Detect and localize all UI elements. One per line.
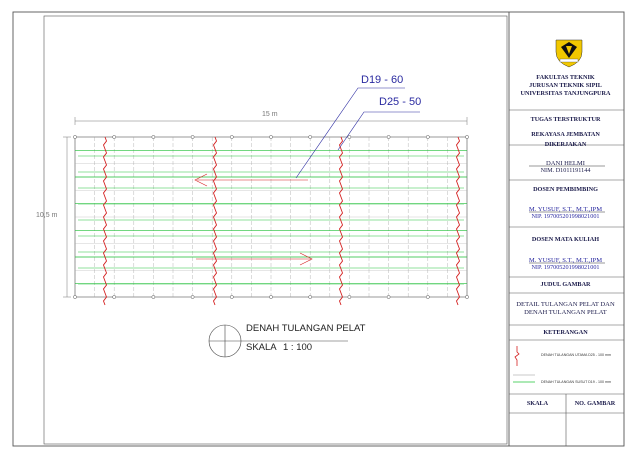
support-marker bbox=[73, 295, 77, 299]
notes-header: KETERANGAN bbox=[543, 329, 588, 336]
support-marker bbox=[112, 295, 117, 299]
slab-plan bbox=[73, 135, 469, 306]
main-bar bbox=[102, 136, 108, 306]
support-marker bbox=[347, 135, 352, 139]
support-marker bbox=[151, 295, 156, 299]
span-direction-arrow-right bbox=[196, 252, 313, 266]
scale-word: SKALA bbox=[246, 342, 277, 353]
plan-title: DENAH TULANGAN PELAT bbox=[246, 323, 366, 334]
span-direction-arrow-left bbox=[194, 173, 308, 187]
student-nim: NIM. D1011191144 bbox=[540, 167, 591, 174]
support-marker bbox=[308, 135, 313, 139]
department-name: JURUSAN TEKNIK SIPIL bbox=[529, 82, 602, 89]
drawing-title-header: JUDUL GAMBAR bbox=[540, 281, 591, 288]
width-dimension-label: 15 m bbox=[262, 111, 278, 118]
supervisor-header: DOSEN PEMBIMBING bbox=[533, 186, 598, 193]
width-dimension bbox=[74, 117, 468, 125]
main-bar bbox=[338, 136, 344, 306]
support-marker bbox=[465, 295, 469, 299]
scale-value: 1 : 100 bbox=[283, 342, 313, 353]
legend-main-bar-text: DENAH TULANGAN UTAMA D25 - 100 mm bbox=[541, 353, 611, 357]
support-marker bbox=[347, 295, 352, 299]
course-title: REKAYASA JEMBATAN bbox=[531, 131, 600, 138]
support-marker bbox=[465, 135, 469, 139]
support-marker bbox=[112, 135, 117, 139]
sheet-border bbox=[12, 11, 625, 447]
bar-label-leaders bbox=[295, 87, 420, 179]
support-marker bbox=[229, 295, 234, 299]
supervisor-nip: NIP. 197005201998021001 bbox=[531, 213, 600, 220]
drawing-title-line-1: DETAIL TULANGAN PELAT DAN bbox=[516, 301, 615, 308]
lecturer-name: M. YUSUF, S.T., M.T.,IPM bbox=[528, 257, 603, 264]
support-marker bbox=[73, 135, 77, 139]
student-name: DANI HELMI bbox=[545, 160, 585, 167]
title-block-grid bbox=[509, 109, 624, 446]
lecturer-nip: NIP. 197005201998021001 bbox=[531, 264, 600, 271]
legend-dist-bar-text: DENAH TULANGAN SUSUT D19 - 100 mm bbox=[541, 380, 611, 384]
sheet-number-header: NO. GAMBAR bbox=[574, 400, 616, 407]
lecturer-header: DOSEN MATA KULIAH bbox=[531, 236, 600, 243]
bar-label-d19: D19 - 60 bbox=[361, 74, 404, 86]
faculty-name: FAKULTAS TEKNIK bbox=[536, 74, 595, 81]
drawing-title-line-2: DENAH TULANGAN PELAT bbox=[524, 309, 607, 316]
support-marker bbox=[190, 135, 195, 139]
support-marker bbox=[425, 135, 430, 139]
plan-title-marker bbox=[208, 324, 348, 358]
university-logo-icon bbox=[555, 39, 583, 68]
main-bar bbox=[455, 136, 461, 306]
scale-header: SKALA bbox=[526, 400, 549, 407]
support-marker bbox=[269, 135, 273, 139]
support-marker bbox=[269, 295, 273, 299]
support-marker bbox=[386, 135, 391, 139]
legend-main-bar-sample bbox=[514, 346, 520, 366]
support-marker bbox=[308, 295, 313, 299]
assignment-title: TUGAS TERSTRUKTUR bbox=[530, 116, 601, 123]
bar-label-d25: D25 - 50 bbox=[379, 96, 422, 108]
support-marker bbox=[151, 135, 156, 139]
support-marker bbox=[229, 135, 234, 139]
support-marker bbox=[425, 295, 430, 299]
worked-by-header: DIKERJAKAN bbox=[544, 141, 587, 148]
university-name: UNIVERSITAS TANJUNGPURA bbox=[520, 90, 611, 97]
height-dimension-label: 10,5 m bbox=[36, 212, 58, 219]
supervisor-name: M. YUSUF, S.T., M.T.,IPM bbox=[528, 206, 603, 213]
support-marker bbox=[386, 295, 391, 299]
support-marker bbox=[190, 295, 195, 299]
height-dimension bbox=[63, 136, 71, 298]
main-bar bbox=[212, 136, 218, 306]
drawing-inner-border bbox=[43, 15, 508, 445]
